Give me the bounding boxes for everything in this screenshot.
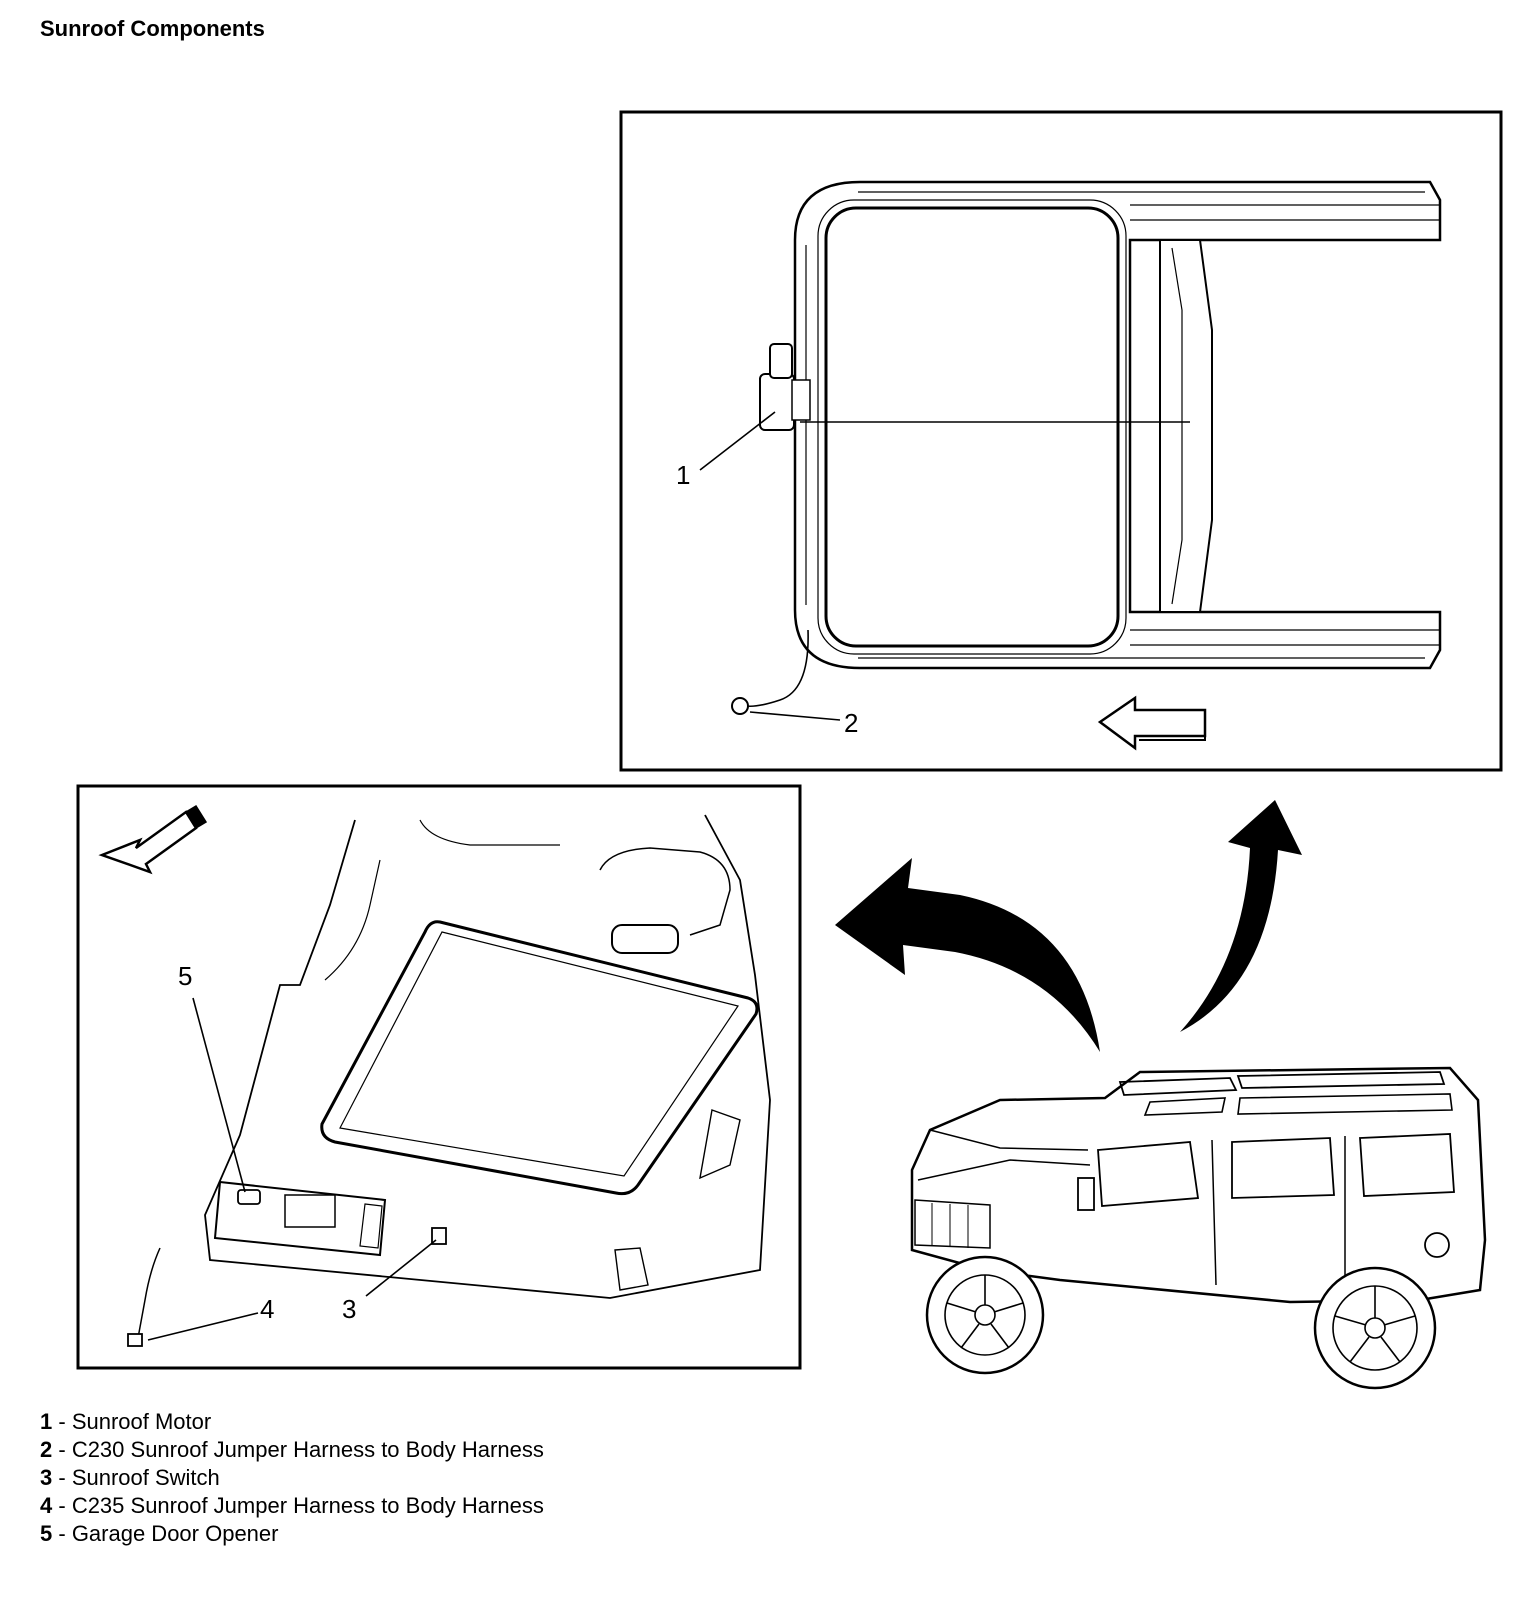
curved-arrow-left: [835, 858, 1100, 1052]
c235-connector: [127, 1333, 143, 1347]
callout-1: 1: [676, 460, 690, 490]
sunroof-glass-opening: [824, 206, 1120, 648]
legend: 1 - Sunroof Motor 2 - C230 Sunroof Jumpe…: [40, 1408, 544, 1548]
callout-2: 2: [844, 708, 858, 738]
legend-item-4: 4 - C235 Sunroof Jumper Harness to Body …: [40, 1493, 544, 1518]
callout-5: 5: [178, 961, 192, 991]
legend-item-1: 1 - Sunroof Motor: [40, 1409, 212, 1434]
vehicle-illustration: [910, 1066, 1487, 1390]
overhead-console: [213, 1180, 387, 1257]
headliner-panel: 5 3 4: [76, 784, 802, 1370]
legend-item-2: 2 - C230 Sunroof Jumper Harness to Body …: [40, 1437, 544, 1462]
curved-arrow-right: [1180, 800, 1302, 1032]
sunroof-frame-outline: [793, 180, 1442, 670]
diagram-title: Sunroof Components: [40, 16, 265, 41]
diagram-figure: 1 2 5 3: [76, 110, 1503, 1390]
sunshade-panel: [1159, 239, 1213, 613]
headliner-sunroof-opening: [320, 920, 759, 1196]
legend-item-3: 3 - Sunroof Switch: [40, 1465, 220, 1490]
callout-4: 4: [260, 1294, 274, 1324]
callout-3: 3: [342, 1294, 356, 1324]
sunroof-motor: [759, 343, 811, 431]
c230-connector: [731, 697, 749, 715]
garage-door-opener: [237, 1189, 261, 1205]
legend-item-5: 5 - Garage Door Opener: [40, 1521, 279, 1546]
rear-wheel: [1313, 1266, 1437, 1390]
front-wheel: [925, 1255, 1045, 1375]
sunroof-frame-panel: 1 2: [619, 110, 1503, 772]
headliner-outline: [204, 814, 771, 1299]
